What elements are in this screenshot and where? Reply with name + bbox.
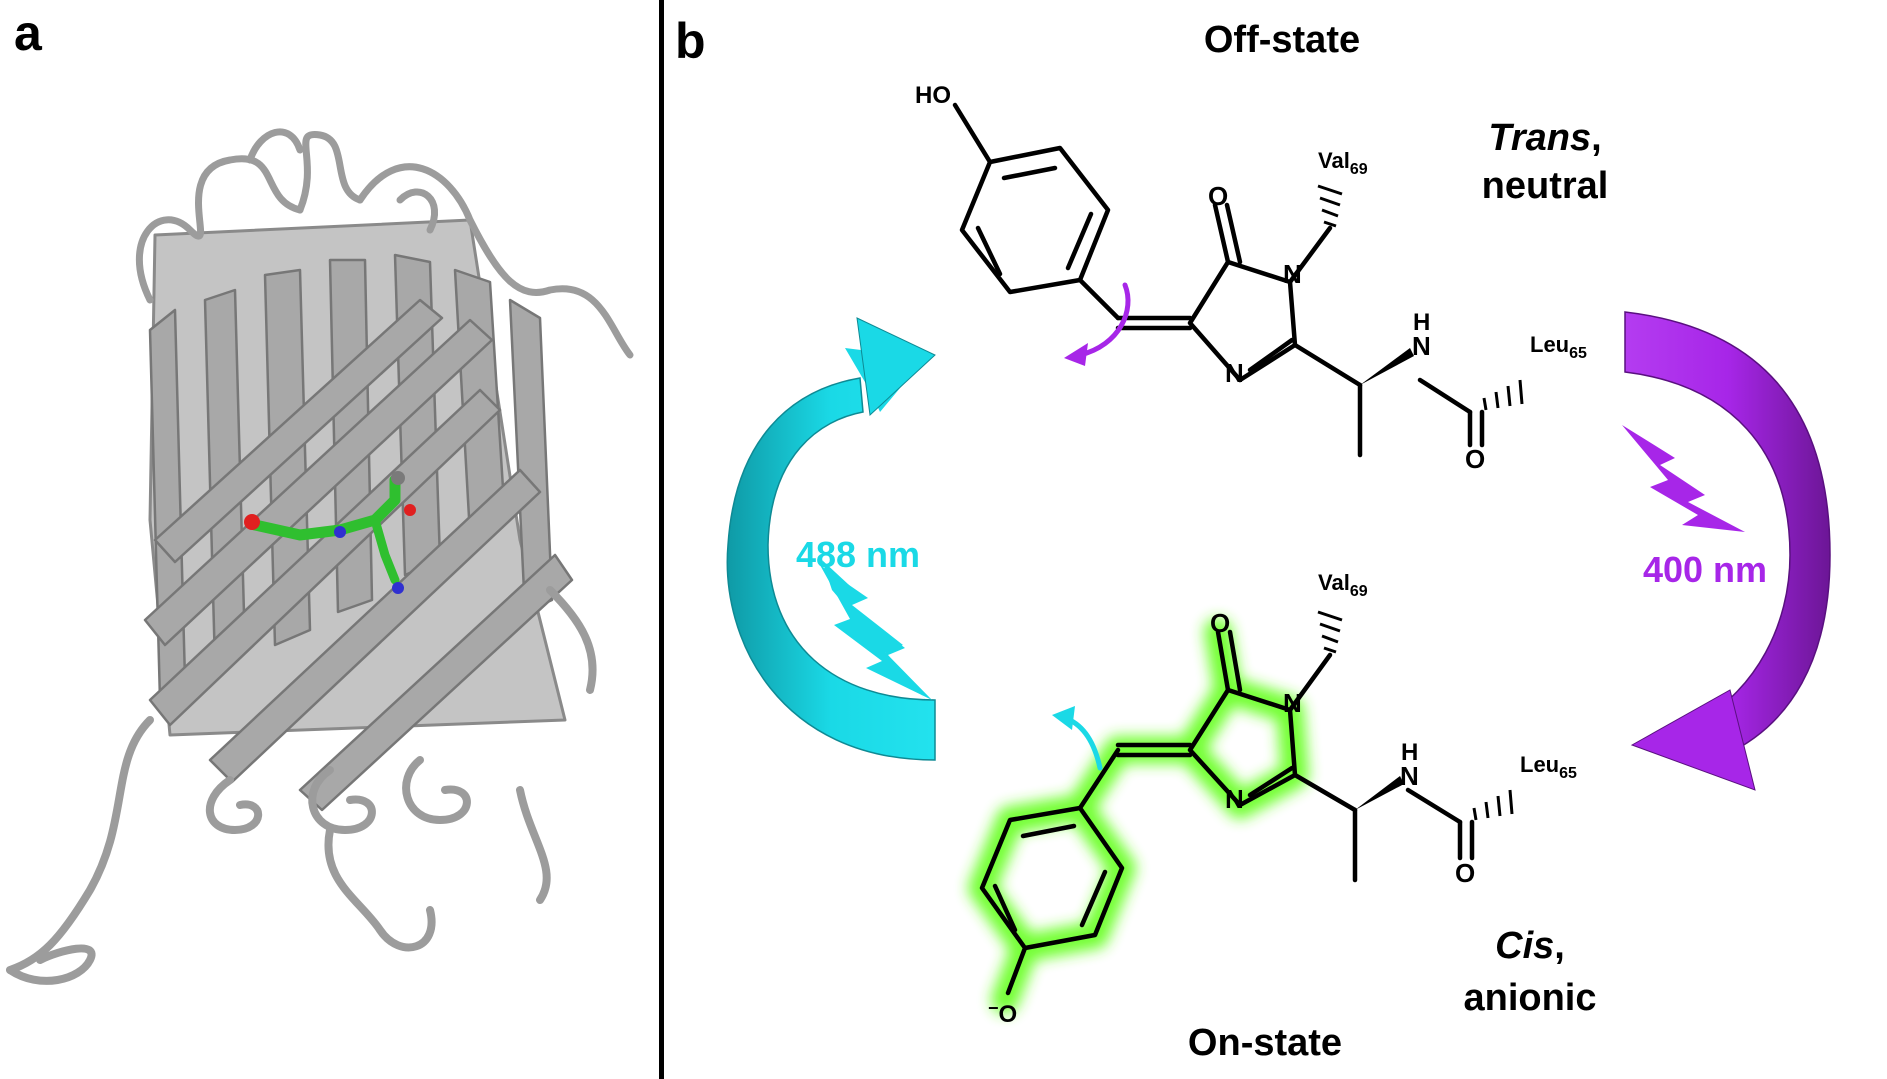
trans-label: Trans,: [1488, 117, 1601, 159]
trans-hash-bond-val: [1317, 184, 1343, 228]
trans-amide-h-label: H: [1413, 309, 1430, 336]
cis-rotation-arrowhead: [1052, 706, 1075, 730]
panel-a: a: [6, 5, 634, 985]
panel-letter-b: b: [675, 13, 706, 69]
anionic-label: anionic: [1463, 977, 1596, 1019]
arrow-400-switch-off: [1624, 311, 1831, 791]
trans-carbonyl-o-label: O: [1208, 181, 1228, 211]
cis-wedge-bond: [1355, 776, 1404, 810]
cis-amide-h-label: H: [1401, 739, 1418, 766]
trans-amide-n-label: N: [1412, 331, 1431, 361]
cis-n1-label: N: [1283, 688, 1302, 718]
on-state-title: On-state: [1188, 1022, 1342, 1064]
arrow-488-switch-on: [726, 317, 936, 761]
cis-val-label: Val69: [1318, 570, 1368, 600]
chromophore-stick-model: [244, 471, 416, 594]
cis-chromophore-structure: [979, 629, 1475, 996]
panel-b: b Off-state On-state Trans, neutral Cis,…: [675, 13, 1831, 1064]
cis-amide-n-label: N: [1400, 761, 1419, 791]
panel-divider: [659, 0, 664, 1079]
cis-atom-labels: O N N N H O −O Val69 Leu65: [988, 570, 1577, 1028]
trans-amide-o-label: O: [1465, 444, 1485, 474]
cis-hash-bond-val: [1317, 610, 1343, 654]
trans-rotation-arrow: [1077, 282, 1131, 358]
wavelength-400-label: 400 nm: [1643, 549, 1767, 590]
trans-wedge-bond: [1360, 348, 1414, 385]
trans-chromophore-structure: [952, 102, 1485, 458]
cis-n3-label: N: [1225, 784, 1244, 814]
panel-letter-a: a: [14, 5, 43, 61]
cis-hash-bond-leu: [1472, 789, 1514, 821]
off-state-title: Off-state: [1204, 19, 1360, 61]
trans-n3-label: N: [1225, 358, 1244, 388]
cis-phenolate-label: −O: [988, 998, 1017, 1028]
protein-barrel: [6, 128, 634, 985]
wavelength-488-label: 488 nm: [796, 534, 920, 575]
lightning-bolt-400-icon: [1622, 425, 1745, 532]
cis-label: Cis,: [1495, 925, 1565, 967]
cis-carbonyl-o-label: O: [1210, 608, 1230, 638]
lightning-bolt-488-icon: [820, 560, 932, 705]
cis-amide-o-label: O: [1455, 858, 1475, 888]
cis-leu-label: Leu65: [1520, 752, 1577, 782]
trans-hash-bond-leu: [1482, 379, 1524, 411]
trans-rotation-arrowhead: [1064, 343, 1088, 366]
trans-leu-label: Leu65: [1530, 332, 1587, 362]
trans-atom-labels: HO O N N N H O Val69 Leu65: [915, 82, 1587, 474]
trans-val-label: Val69: [1318, 148, 1368, 178]
trans-hydroxyl-label: HO: [915, 82, 951, 109]
neutral-label: neutral: [1482, 165, 1609, 207]
trans-n1-label: N: [1283, 259, 1302, 289]
